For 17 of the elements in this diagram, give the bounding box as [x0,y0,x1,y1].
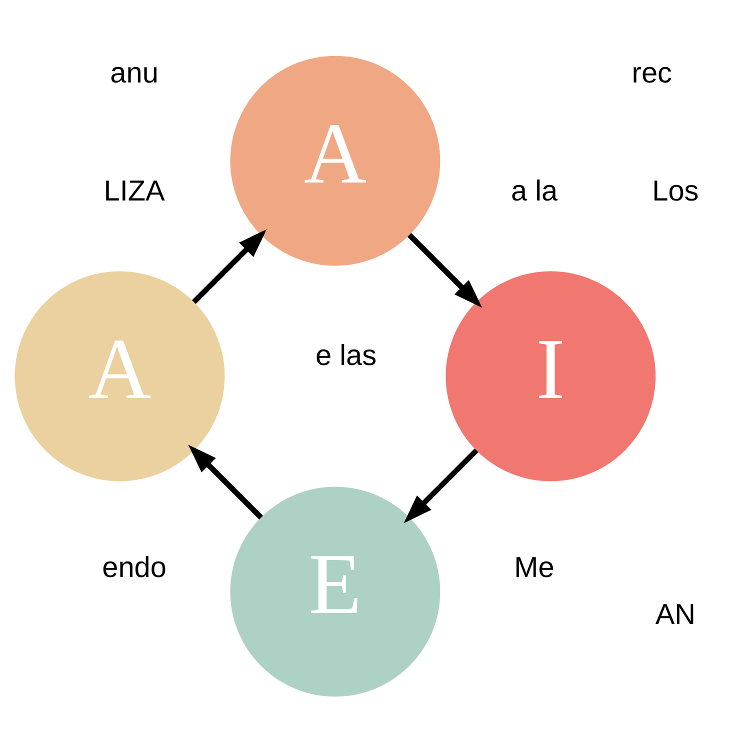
label: Me [514,551,554,584]
label: rec [632,57,672,90]
arrow [407,232,482,308]
arrow [188,444,263,519]
arrow [192,228,267,304]
label: e las [316,340,377,372]
node-circle: E [230,486,440,696]
node-circle: A [14,270,225,481]
label: a la [510,174,558,207]
node-circle: A [230,55,440,266]
label: endo [102,551,167,584]
label: LIZA [104,174,165,207]
node-circle: I [446,270,656,481]
label: AN [655,598,696,630]
arrow [404,448,478,523]
label: Los [652,174,699,207]
label: anu [110,57,158,90]
